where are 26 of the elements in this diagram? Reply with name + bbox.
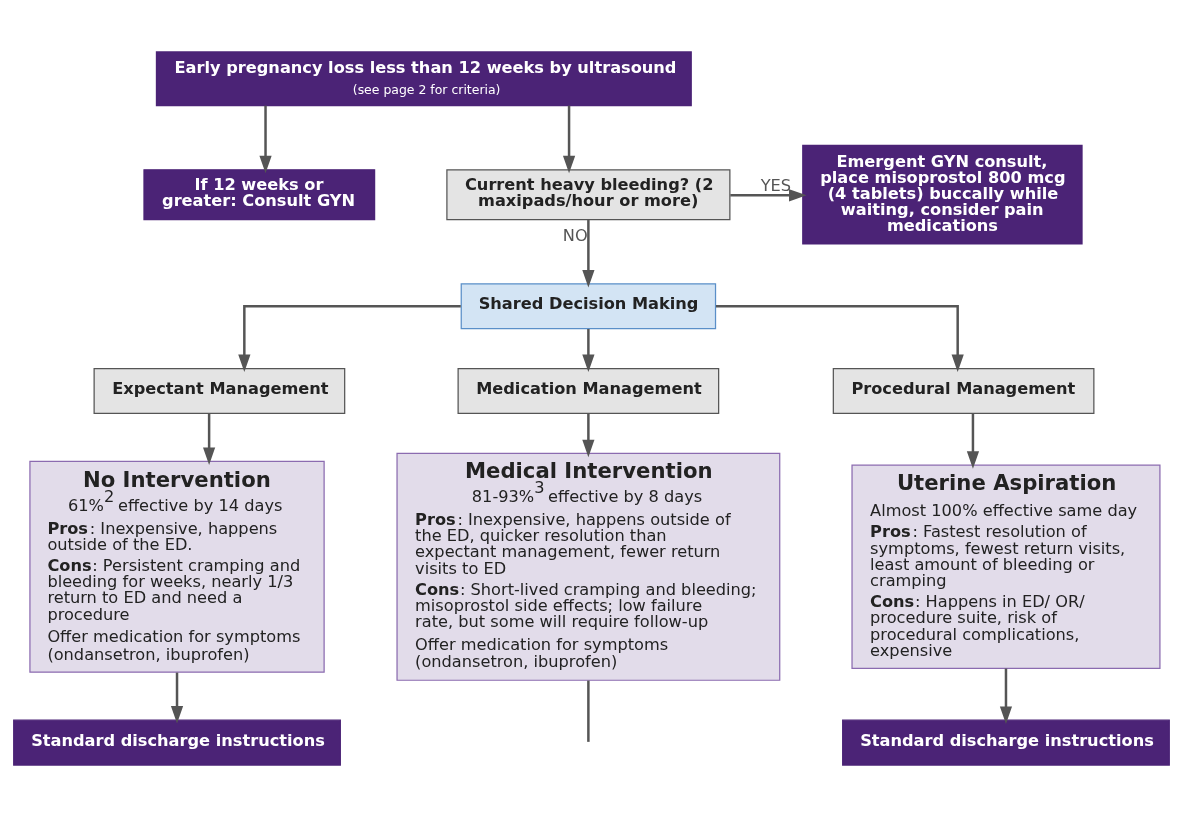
node-box: Expectant Management xyxy=(93,368,346,415)
arrow xyxy=(170,672,184,724)
arrow xyxy=(730,189,807,202)
edge-label: NO xyxy=(562,226,588,246)
node-box: Current heavy bleeding? (2 maxipads/hour or more) xyxy=(446,169,731,221)
arrow xyxy=(716,305,964,373)
arrow xyxy=(203,413,216,465)
node-box: Uterine Aspiration Almost 100% effective same day Pros: Fastest resolution of symptoms, fewest return visits, least amount of bleeding or cramping Cons: Happens in ED/ OR/ procedure suite, risk of procedural complications, expensive xyxy=(851,464,1161,670)
edge-label: YES xyxy=(760,175,792,195)
arrow xyxy=(999,668,1013,724)
arrow xyxy=(582,220,595,288)
arrow xyxy=(259,105,272,174)
arrow xyxy=(966,413,980,469)
node-box: Shared Decision Making xyxy=(460,283,717,330)
node-box: Procedural Management xyxy=(832,368,1095,415)
connector xyxy=(587,680,590,742)
node-box: Medication Management xyxy=(457,368,720,415)
node-box: Standard discharge instructions xyxy=(13,719,341,766)
arrow xyxy=(582,329,595,373)
node-box: Emergent GYN consult, place misoprostol 800 mcg (4 tablets) buccally while waiting, consider pain medications xyxy=(802,144,1083,245)
arrow xyxy=(582,413,595,458)
arrow xyxy=(238,305,461,373)
node-box: If 12 weeks or greater: Consult GYN xyxy=(143,169,376,221)
arrow xyxy=(562,105,576,174)
node-box: Standard discharge instructions xyxy=(842,719,1170,766)
node-box: Early pregnancy loss less than 12 weeks by ultrasound (see page 2 for criteria) xyxy=(155,51,692,107)
